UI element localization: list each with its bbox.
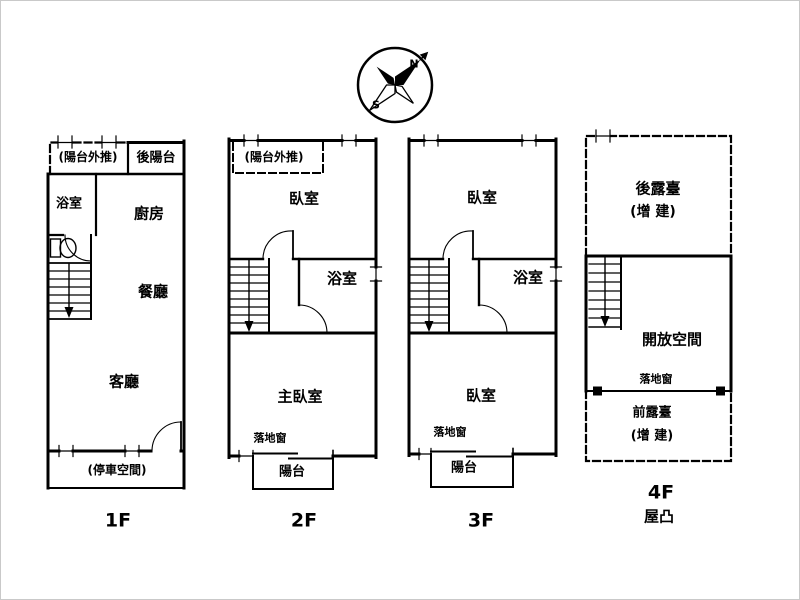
floor-1f-plan <box>46 135 186 490</box>
f1-dining-label: 餐廳 <box>137 282 169 301</box>
f1-parking-label: (停車空間) <box>87 463 147 477</box>
sliding-door-icon <box>430 447 514 461</box>
f3-french-window-label: 落地窗 <box>433 425 467 439</box>
f4-french-window-label: 落地窗 <box>639 372 673 386</box>
floor-4f-plan <box>584 129 733 463</box>
stairs-icon <box>228 258 270 334</box>
f1-floor-label: 1F <box>104 509 132 532</box>
f2-bathroom-label: 浴室 <box>326 269 358 288</box>
window-icon <box>58 444 74 458</box>
window-post-icon <box>593 386 602 396</box>
f2-balcony-label: 陽台 <box>278 464 306 480</box>
window-icon <box>423 134 439 147</box>
f1-rear-balcony-label: 後陽台 <box>136 150 176 166</box>
door-arc-icon <box>298 304 328 334</box>
f3-bedroom-top-label: 臥室 <box>466 188 498 207</box>
compass-north-label: N <box>409 57 419 71</box>
f1-bathroom-label: 浴室 <box>55 196 83 212</box>
window-icon <box>57 135 73 149</box>
f2-balcony-push-label: (陽台外推) <box>244 150 304 164</box>
f1-balcony-push-label: (陽台外推) <box>58 150 118 164</box>
window-icon <box>341 134 357 147</box>
f4-front-terrace-outline <box>584 389 733 463</box>
window-icon <box>521 134 537 147</box>
door-arc-icon <box>262 230 294 260</box>
floor-3f-plan <box>407 134 563 488</box>
f4-rear-terrace-note-label: (增 建) <box>630 204 676 220</box>
compass-icon <box>356 46 434 124</box>
f3-floor-label: 3F <box>467 509 495 532</box>
f4-rear-terrace-outline <box>584 134 733 258</box>
window-icon <box>418 447 432 461</box>
f4-floor-label: 4F <box>647 481 675 504</box>
floor-2f-plan <box>227 134 383 490</box>
f2-master-bedroom-label: 主臥室 <box>277 387 323 406</box>
compass-south-label: S <box>372 98 380 112</box>
door-arc-icon <box>478 304 508 334</box>
f2-balcony-outline <box>252 455 334 490</box>
window-icon <box>595 129 611 143</box>
door-arc-icon <box>151 421 182 452</box>
stairs-icon <box>408 258 450 334</box>
f3-bedroom-bottom-label: 臥室 <box>465 386 497 405</box>
f2-balcony-push-outline <box>232 142 324 174</box>
f3-bathroom-label: 浴室 <box>512 268 544 287</box>
window-icon <box>369 266 383 282</box>
door-arc-icon <box>442 230 474 260</box>
f4-open-space-label: 開放空間 <box>641 330 703 349</box>
window-icon <box>238 449 254 463</box>
f4-rear-terrace-label: 後露臺 <box>635 179 681 198</box>
toilet-icon <box>49 237 77 259</box>
f2-bedroom-label: 臥室 <box>288 189 320 208</box>
stairs-icon <box>588 257 622 330</box>
window-icon <box>243 134 259 147</box>
f3-balcony-label: 陽台 <box>450 460 478 476</box>
f2-french-window-label: 落地窗 <box>253 431 287 445</box>
f3-balcony-outline <box>430 453 514 488</box>
window-icon <box>101 135 117 149</box>
stairs-icon <box>47 234 92 320</box>
f1-kitchen-label: 廚房 <box>133 204 165 223</box>
sliding-door-icon <box>252 449 334 463</box>
window-icon <box>549 266 563 282</box>
f2-floor-label: 2F <box>290 509 318 532</box>
window-icon <box>124 444 140 458</box>
f4-front-terrace-note-label: (增 建) <box>630 428 674 444</box>
f1-living-label: 客廳 <box>108 372 140 391</box>
f4-sublabel: 屋凸 <box>643 507 675 526</box>
f4-front-terrace-label: 前露臺 <box>632 405 672 421</box>
window-post-icon <box>716 386 725 396</box>
